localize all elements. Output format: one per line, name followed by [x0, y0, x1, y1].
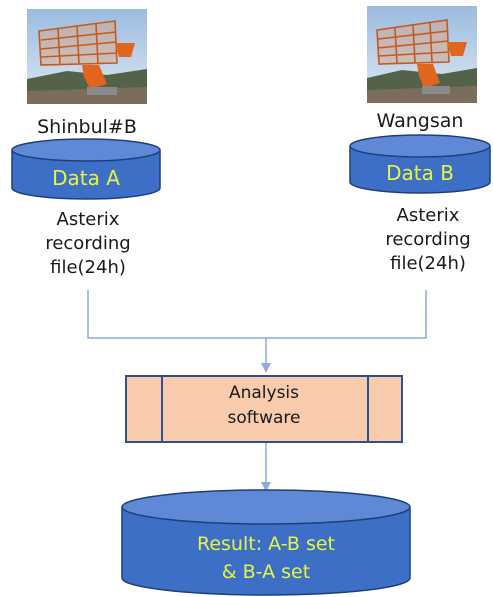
site-label-shinbul: Shinbul#B [37, 116, 137, 138]
file-label-a: Asterix recording file(24h) [45, 209, 131, 278]
data-b-label: Data B [386, 161, 454, 185]
radar-antenna-icon-wangsan [367, 6, 477, 103]
analysis-software-label: Analysis software [227, 383, 301, 428]
site-label-wangsan: Wangsan [376, 110, 464, 132]
result-cylinder [121, 489, 411, 596]
connector-lines [87, 290, 427, 492]
data-a-label: Data A [52, 166, 120, 190]
radar-antenna-icon-shinbul [27, 9, 147, 104]
file-label-b: Asterix recording file(24h) [385, 205, 471, 274]
result-label: Result: A-B set & B-A set [196, 533, 336, 583]
data-a-cylinder [11, 138, 161, 200]
data-b-cylinder [349, 134, 491, 194]
analysis-software-box [125, 375, 403, 443]
